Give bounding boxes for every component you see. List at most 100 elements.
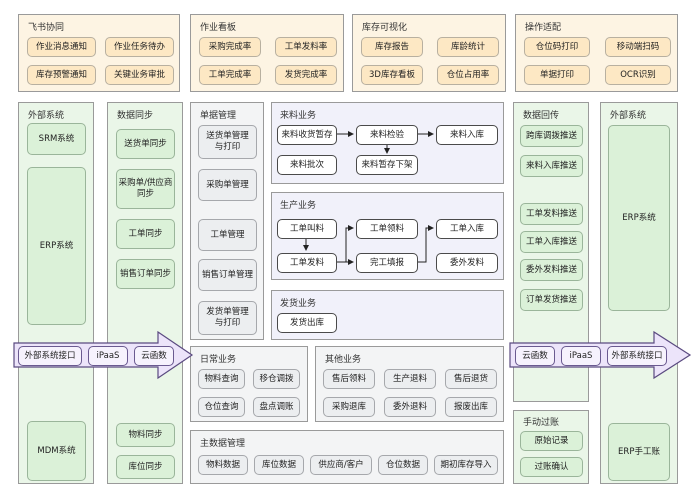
incoming-batch[interactable]: 来料批次 xyxy=(277,155,337,175)
panel-inventory-viz: 库存可视化 库存报告 库龄统计 3D库存看板 仓位占用率 xyxy=(352,14,506,92)
feishu-item-task-todo[interactable]: 作业任务待办 xyxy=(105,37,174,57)
panel-title: 外部系统 xyxy=(28,111,65,121)
daily-bin-query[interactable]: 仓位查询 xyxy=(198,397,245,417)
md-location[interactable]: 库位数据 xyxy=(254,455,304,475)
doc-sales-order[interactable]: 销售订单管理 xyxy=(198,259,257,291)
ship-outbound[interactable]: 发货出库 xyxy=(277,313,337,333)
sync-work-order[interactable]: 工单同步 xyxy=(116,219,175,249)
ext-right-erp-system[interactable]: ERP系统 xyxy=(608,125,670,311)
ext-srm-system[interactable]: SRM系统 xyxy=(27,123,86,155)
panel-title: 飞书协同 xyxy=(28,23,65,33)
sync-purchase-supplier[interactable]: 采购单/供应商同步 xyxy=(116,169,175,209)
ext-mdm-system[interactable]: MDM系统 xyxy=(27,421,86,481)
panel-data-sync: 数据同步 送货单同步 采购单/供应商同步 工单同步 销售订单同步 物料同步 库位… xyxy=(107,102,183,484)
panel-other: 其他业务 售后领料 生产退料 售后退货 采购退库 委外退料 报废出库 xyxy=(315,346,504,422)
daily-material-query[interactable]: 物料查询 xyxy=(198,369,245,389)
left-ext-interface[interactable]: 外部系统接口 xyxy=(18,346,82,366)
doc-shipping-note[interactable]: 发货单管理与打印 xyxy=(198,301,257,335)
sync-delivery-note[interactable]: 送货单同步 xyxy=(116,129,175,159)
panel-title: 数据回传 xyxy=(523,111,560,121)
panel-title: 发货业务 xyxy=(280,299,317,309)
inv-item-age-stats[interactable]: 库龄统计 xyxy=(437,37,499,57)
panel-data-return: 数据回传 跨库调拨推送 来料入库推送 工单发料推送 工单入库推送 委外发料推送 … xyxy=(513,102,589,402)
inv-item-occupancy[interactable]: 仓位占用率 xyxy=(437,65,499,85)
prod-wo-warehousing[interactable]: 工单入库 xyxy=(436,219,498,239)
return-order-shipping[interactable]: 订单发货推送 xyxy=(520,289,583,311)
other-purchase-return[interactable]: 采购退库 xyxy=(323,397,375,417)
doc-delivery-note[interactable]: 送货单管理与打印 xyxy=(198,125,257,159)
md-opening-stock[interactable]: 期初库存导入 xyxy=(434,455,498,475)
ops-item-mobile-scan[interactable]: 移动端扫码 xyxy=(605,37,671,57)
prod-material-issue[interactable]: 工单发料 xyxy=(277,253,337,273)
panel-title: 生产业务 xyxy=(280,201,317,211)
other-production-return[interactable]: 生产退料 xyxy=(384,369,436,389)
panel-title: 主数据管理 xyxy=(200,439,246,449)
other-outsource-return[interactable]: 委外退料 xyxy=(384,397,436,417)
prod-outsource-issue[interactable]: 委外发料 xyxy=(436,253,498,273)
panel-title: 作业看板 xyxy=(200,23,237,33)
ops-item-ocr[interactable]: OCR识别 xyxy=(605,65,671,85)
prod-material-pick[interactable]: 工单领料 xyxy=(356,219,418,239)
incoming-inspection[interactable]: 来料检验 xyxy=(356,125,418,145)
panel-ext-left: 外部系统 SRM系统 ERP系统 MDM系统 xyxy=(18,102,94,484)
feishu-item-stock-alert[interactable]: 库存预警通知 xyxy=(27,65,96,85)
other-aftersales-pick[interactable]: 售后领料 xyxy=(323,369,375,389)
incoming-receive-stage[interactable]: 来料收货暂存 xyxy=(277,125,337,145)
daily-transfer[interactable]: 移仓调拨 xyxy=(253,369,300,389)
panel-feishu: 飞书协同 作业消息通知 作业任务待办 库存预警通知 关键业务审批 xyxy=(18,14,180,92)
panel-title: 单据管理 xyxy=(200,111,237,121)
return-wo-issue[interactable]: 工单发料推送 xyxy=(520,203,583,225)
ext-erp-system[interactable]: ERP系统 xyxy=(27,167,86,325)
return-outsource-issue[interactable]: 委外发料推送 xyxy=(520,259,583,281)
panel-title: 操作适配 xyxy=(525,23,562,33)
panel-shipping: 发货业务 发货出库 xyxy=(271,290,504,340)
return-cross-transfer[interactable]: 跨库调拨推送 xyxy=(520,125,583,147)
feishu-item-approval[interactable]: 关键业务审批 xyxy=(105,65,174,85)
return-wo-warehousing[interactable]: 工单入库推送 xyxy=(520,231,583,253)
board-item-wo-complete-rate[interactable]: 工单完成率 xyxy=(199,65,261,85)
panel-doc-mgmt: 单据管理 送货单管理与打印 采购单管理 工单管理 销售订单管理 发货单管理与打印 xyxy=(190,102,264,340)
incoming-warehousing[interactable]: 来料入库 xyxy=(436,125,498,145)
panel-production: 生产业务 工单叫料 工单领料 工单入库 工单发料 完工填报 委外发料 xyxy=(271,192,504,280)
other-scrap-outbound[interactable]: 报废出库 xyxy=(445,397,497,417)
manual-post-confirm[interactable]: 过账确认 xyxy=(520,457,583,477)
prod-material-call[interactable]: 工单叫料 xyxy=(277,219,337,239)
board-item-purchase-rate[interactable]: 采购完成率 xyxy=(199,37,261,57)
sync-material[interactable]: 物料同步 xyxy=(116,423,175,447)
prod-completion-report[interactable]: 完工填报 xyxy=(356,253,418,273)
md-material[interactable]: 物料数据 xyxy=(198,455,248,475)
sync-sales-order[interactable]: 销售订单同步 xyxy=(116,259,175,289)
sync-location[interactable]: 库位同步 xyxy=(116,455,175,479)
inv-item-report[interactable]: 库存报告 xyxy=(361,37,423,57)
return-incoming-warehousing[interactable]: 来料入库推送 xyxy=(520,155,583,177)
right-cloud-function[interactable]: 云函数 xyxy=(515,346,555,366)
daily-stocktake[interactable]: 盘点调账 xyxy=(253,397,300,417)
panel-title: 数据同步 xyxy=(117,111,154,121)
board-item-issue-rate[interactable]: 工单发料率 xyxy=(275,37,337,57)
left-ipaas[interactable]: iPaaS xyxy=(88,346,128,366)
md-bin[interactable]: 仓位数据 xyxy=(378,455,428,475)
doc-work-order[interactable]: 工单管理 xyxy=(198,219,257,251)
other-aftersales-return[interactable]: 售后退货 xyxy=(445,369,497,389)
panel-work-board: 作业看板 采购完成率 工单发料率 工单完成率 发货完成率 xyxy=(190,14,344,92)
panel-manual-post: 手动过账 原始记录 过账确认 xyxy=(513,410,589,484)
panel-title: 其他业务 xyxy=(325,355,362,365)
panel-title: 手动过账 xyxy=(523,418,560,428)
right-ipaas[interactable]: iPaaS xyxy=(561,346,601,366)
feishu-item-message-notify[interactable]: 作业消息通知 xyxy=(27,37,96,57)
inv-item-3d-board[interactable]: 3D库存看板 xyxy=(361,65,423,85)
left-cloud-function[interactable]: 云函数 xyxy=(134,346,174,366)
panel-title: 库存可视化 xyxy=(362,23,408,33)
manual-original-record[interactable]: 原始记录 xyxy=(520,431,583,451)
incoming-stage-offshelf[interactable]: 来料暂存下架 xyxy=(356,155,418,175)
panel-title: 来料业务 xyxy=(280,111,317,121)
panel-master-data: 主数据管理 物料数据 库位数据 供应商/客户 仓位数据 期初库存导入 xyxy=(190,430,504,484)
panel-incoming: 来料业务 来料收货暂存 来料检验 来料入库 来料批次 来料暂存下架 xyxy=(271,102,504,184)
ext-right-erp-manual[interactable]: ERP手工账 xyxy=(608,423,670,481)
ops-item-bin-print[interactable]: 仓位码打印 xyxy=(524,37,590,57)
board-item-ship-rate[interactable]: 发货完成率 xyxy=(275,65,337,85)
right-ext-interface[interactable]: 外部系统接口 xyxy=(607,346,667,366)
md-supplier-customer[interactable]: 供应商/客户 xyxy=(310,455,372,475)
doc-purchase-order[interactable]: 采购单管理 xyxy=(198,169,257,201)
ops-item-doc-print[interactable]: 单据打印 xyxy=(524,65,590,85)
